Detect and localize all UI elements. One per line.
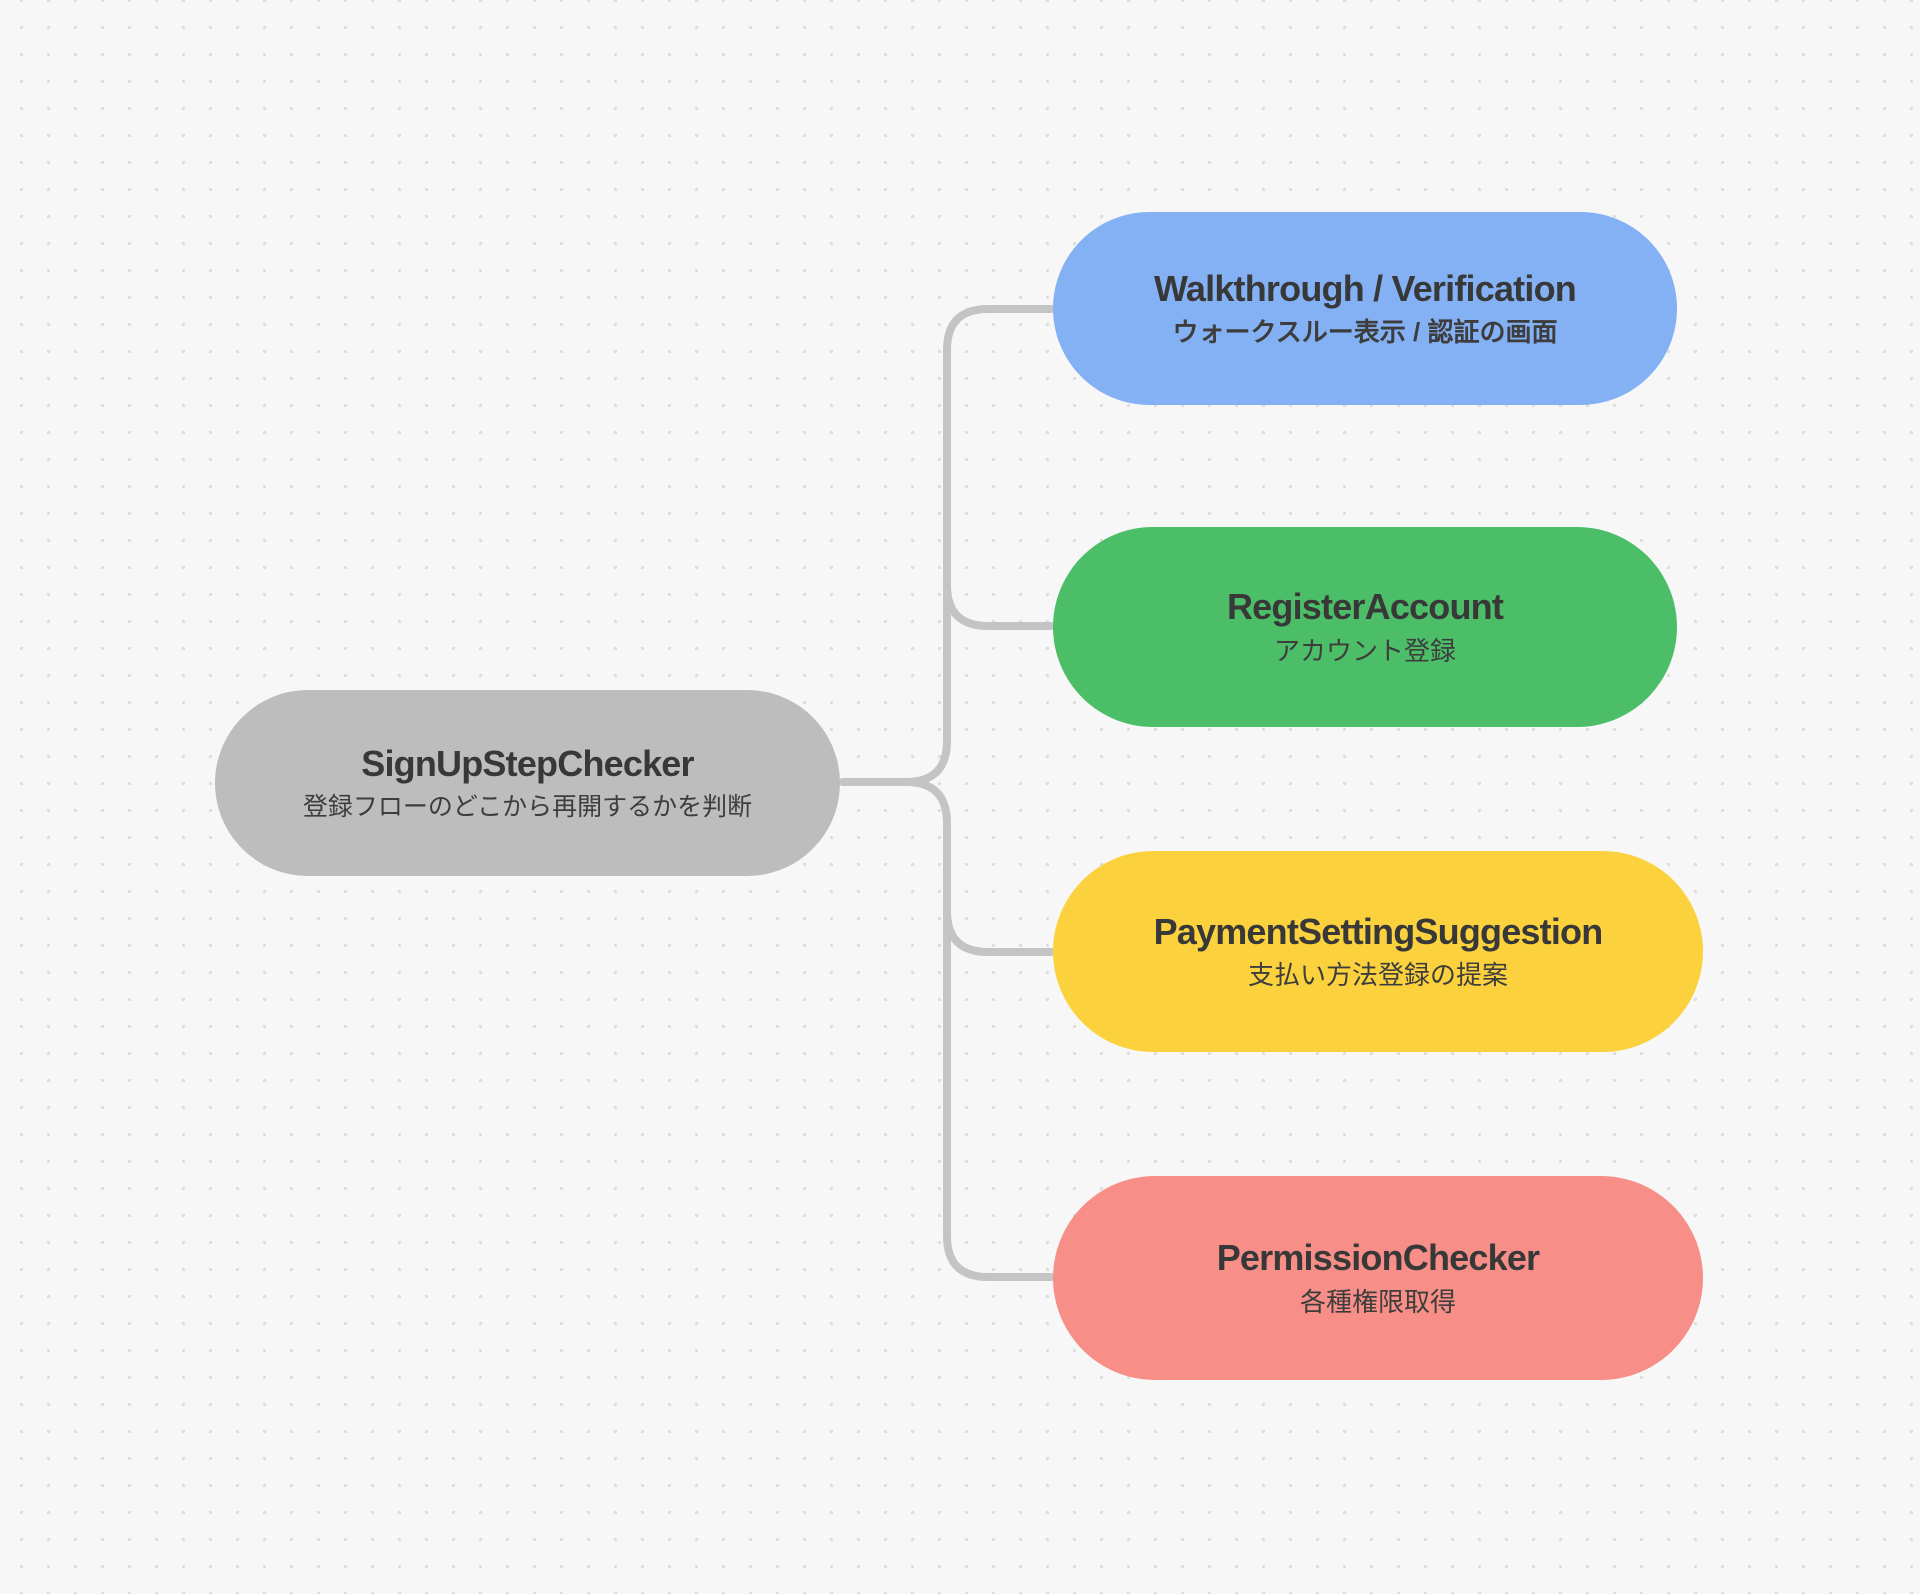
node-walkthrough-verification-title: Walkthrough / Verification	[1154, 267, 1577, 309]
node-permissionchecker-subtitle: 各種権限取得	[1299, 1286, 1456, 1317]
node-signupstepchecker[interactable]: SignUpStepChecker 登録フローのどこから再開するかを判断	[215, 690, 840, 876]
connector-root-to-payment	[943, 907, 1055, 956]
node-registeraccount[interactable]: RegisterAccount アカウント登録	[1053, 527, 1677, 727]
node-paymentsettingsuggestion-title: PaymentSettingSuggestion	[1153, 910, 1604, 952]
connector-root-to-walkthrough	[839, 305, 1055, 786]
node-permissionchecker[interactable]: PermissionChecker 各種権限取得	[1053, 1176, 1703, 1380]
node-registeraccount-title: RegisterAccount	[1226, 586, 1504, 628]
node-signupstepchecker-subtitle: 登録フローのどこから再開するかを判断	[302, 793, 753, 822]
node-paymentsettingsuggestion[interactable]: PaymentSettingSuggestion 支払い方法登録の提案	[1053, 851, 1703, 1052]
connector-root-to-register	[943, 581, 1055, 630]
connector-root-to-permission	[839, 778, 1055, 1281]
node-paymentsettingsuggestion-subtitle: 支払い方法登録の提案	[1247, 960, 1508, 991]
node-permissionchecker-title: PermissionChecker	[1216, 1237, 1540, 1279]
node-walkthrough-verification[interactable]: Walkthrough / Verification ウォークスルー表示 / 認…	[1053, 212, 1677, 405]
node-registeraccount-subtitle: アカウント登録	[1273, 635, 1456, 666]
node-walkthrough-verification-subtitle: ウォークスルー表示 / 認証の画面	[1172, 317, 1558, 348]
node-signupstepchecker-title: SignUpStepChecker	[361, 742, 694, 784]
